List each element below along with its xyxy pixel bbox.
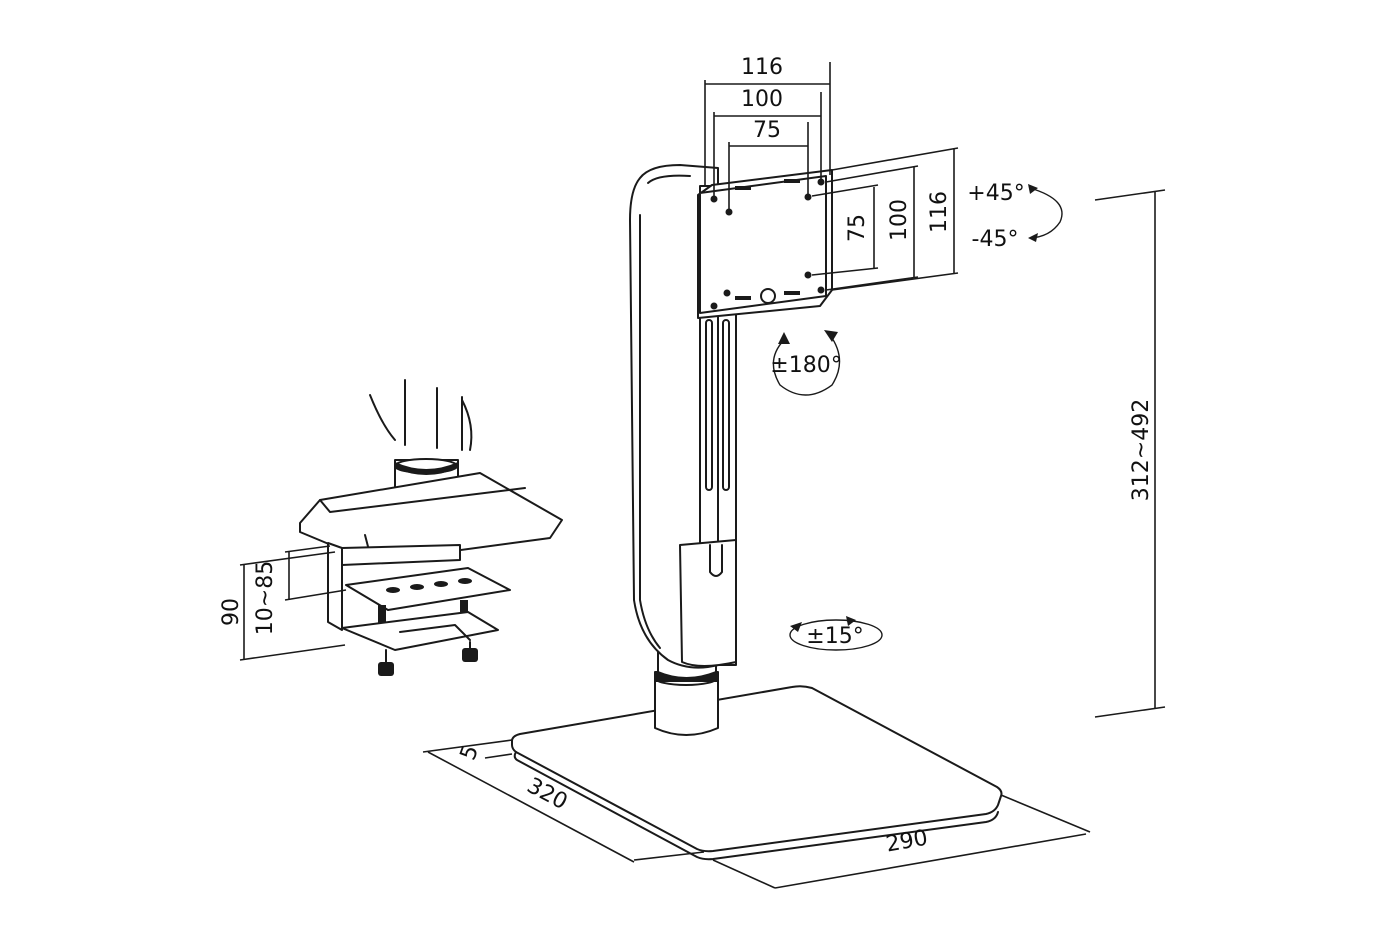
- tilt-down-label: -45°: [972, 227, 1019, 252]
- base-plate: [511, 685, 1003, 861]
- clamp-desk-range-label: 10~85: [253, 561, 278, 635]
- vesa-width-mid-label: 100: [741, 87, 783, 112]
- vesa-height-outer-label: 116: [927, 191, 952, 233]
- height-range-label: 312~492: [1129, 399, 1154, 501]
- vesa-height-mid-label: 100: [887, 199, 912, 241]
- swivel-label: ±15°: [806, 624, 863, 649]
- vesa-width-inner-label: 75: [753, 118, 781, 143]
- clamp-overall-label: 90: [219, 598, 244, 626]
- base-depth-label: 320: [523, 773, 572, 815]
- tilt-up-label: +45°: [967, 181, 1024, 206]
- motion-indicators: [772, 184, 1063, 651]
- dimension-lines: [239, 62, 1166, 889]
- vesa-width-outer-label: 116: [741, 55, 783, 80]
- rotation-label: ±180°: [770, 353, 841, 378]
- vesa-height-inner-label: 75: [845, 214, 870, 242]
- vesa-plate: [697, 169, 833, 319]
- desk-clamp: [299, 379, 563, 676]
- base-width-label: 290: [884, 826, 930, 858]
